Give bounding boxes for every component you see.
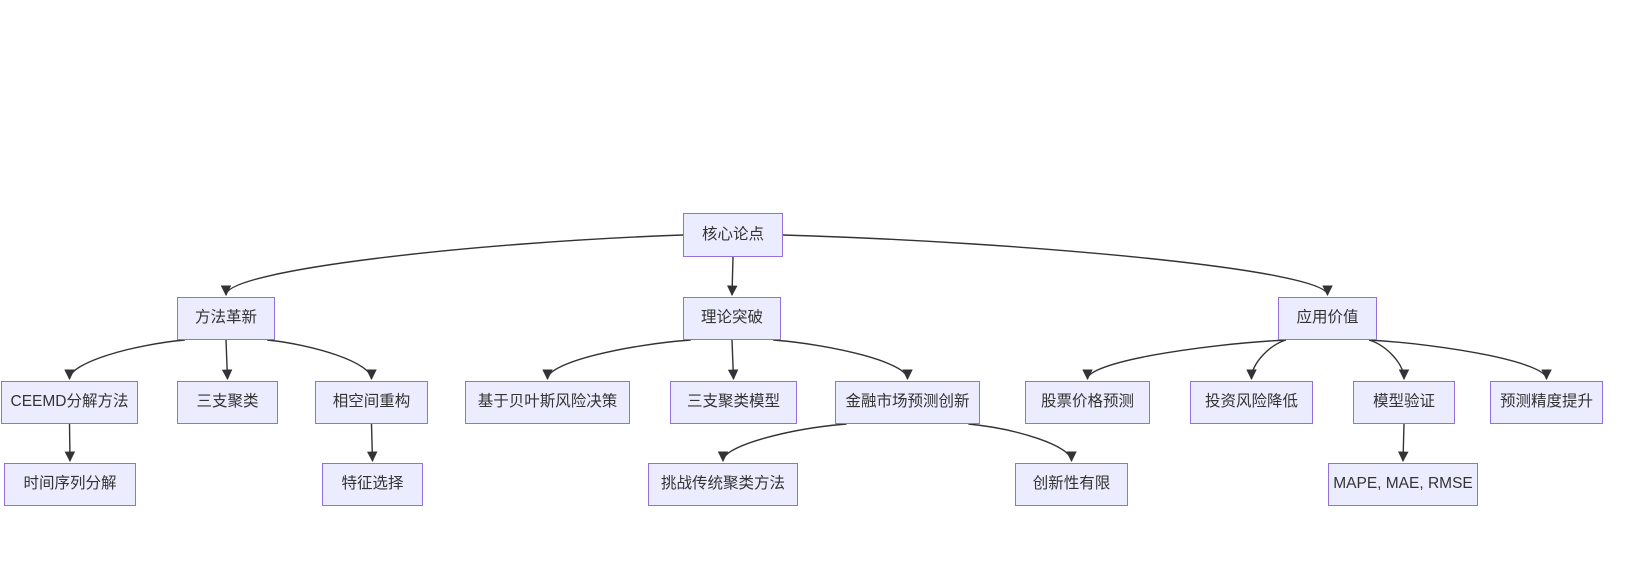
edge-application-to-validation <box>1368 339 1410 381</box>
edge-core-to-application <box>782 234 1333 297</box>
edge-application-to-accuracy <box>1369 339 1552 381</box>
edge-finance-to-limited <box>968 423 1077 463</box>
flowchart-node-phase: 相空间重构 <box>315 381 428 424</box>
edge-validation-to-metrics <box>1398 423 1409 463</box>
flowchart-node-theory: 理论突破 <box>683 297 781 340</box>
flowchart-node-accuracy: 预测精度提升 <box>1490 381 1603 424</box>
flowchart-node-method: 方法革新 <box>177 297 275 340</box>
edge-theory-to-twc_model <box>727 339 739 381</box>
edge-method-to-ceemd <box>64 339 185 381</box>
flowchart-node-risk: 投资风险降低 <box>1190 381 1313 424</box>
edge-application-to-risk <box>1246 339 1287 381</box>
edge-method-to-phase <box>267 339 377 381</box>
flowchart-node-ts_decomp: 时间序列分解 <box>4 463 136 506</box>
edge-theory-to-finance <box>773 339 913 381</box>
edge-core-to-theory <box>727 256 738 297</box>
flowchart-node-core: 核心论点 <box>683 213 783 257</box>
flowchart-node-bayes: 基于贝叶斯风险决策 <box>465 381 630 424</box>
edge-method-to-threeway <box>221 339 233 381</box>
flowchart-node-challenge: 挑战传统聚类方法 <box>648 463 798 506</box>
flowchart-node-feature: 特征选择 <box>322 463 423 506</box>
flowchart-node-application: 应用价值 <box>1278 297 1377 340</box>
flowchart-node-limited: 创新性有限 <box>1015 463 1128 506</box>
edge-finance-to-challenge <box>717 423 847 463</box>
flowchart-node-twc_model: 三支聚类模型 <box>670 381 797 424</box>
edge-theory-to-bayes <box>542 339 691 381</box>
flowchart-node-validation: 模型验证 <box>1353 381 1455 424</box>
edge-phase-to-feature <box>366 423 378 463</box>
flowchart-node-threeway: 三支聚类 <box>177 381 278 424</box>
flowchart-node-stock: 股票价格预测 <box>1025 381 1150 424</box>
edge-application-to-stock <box>1082 339 1286 381</box>
flowchart-node-finance: 金融市场预测创新 <box>835 381 980 424</box>
edge-ceemd-to-ts_decomp <box>64 423 76 463</box>
edge-core-to-method <box>220 234 684 297</box>
flowchart-node-metrics: MAPE, MAE, RMSE <box>1328 463 1478 506</box>
flowchart-node-ceemd: CEEMD分解方法 <box>1 381 138 424</box>
